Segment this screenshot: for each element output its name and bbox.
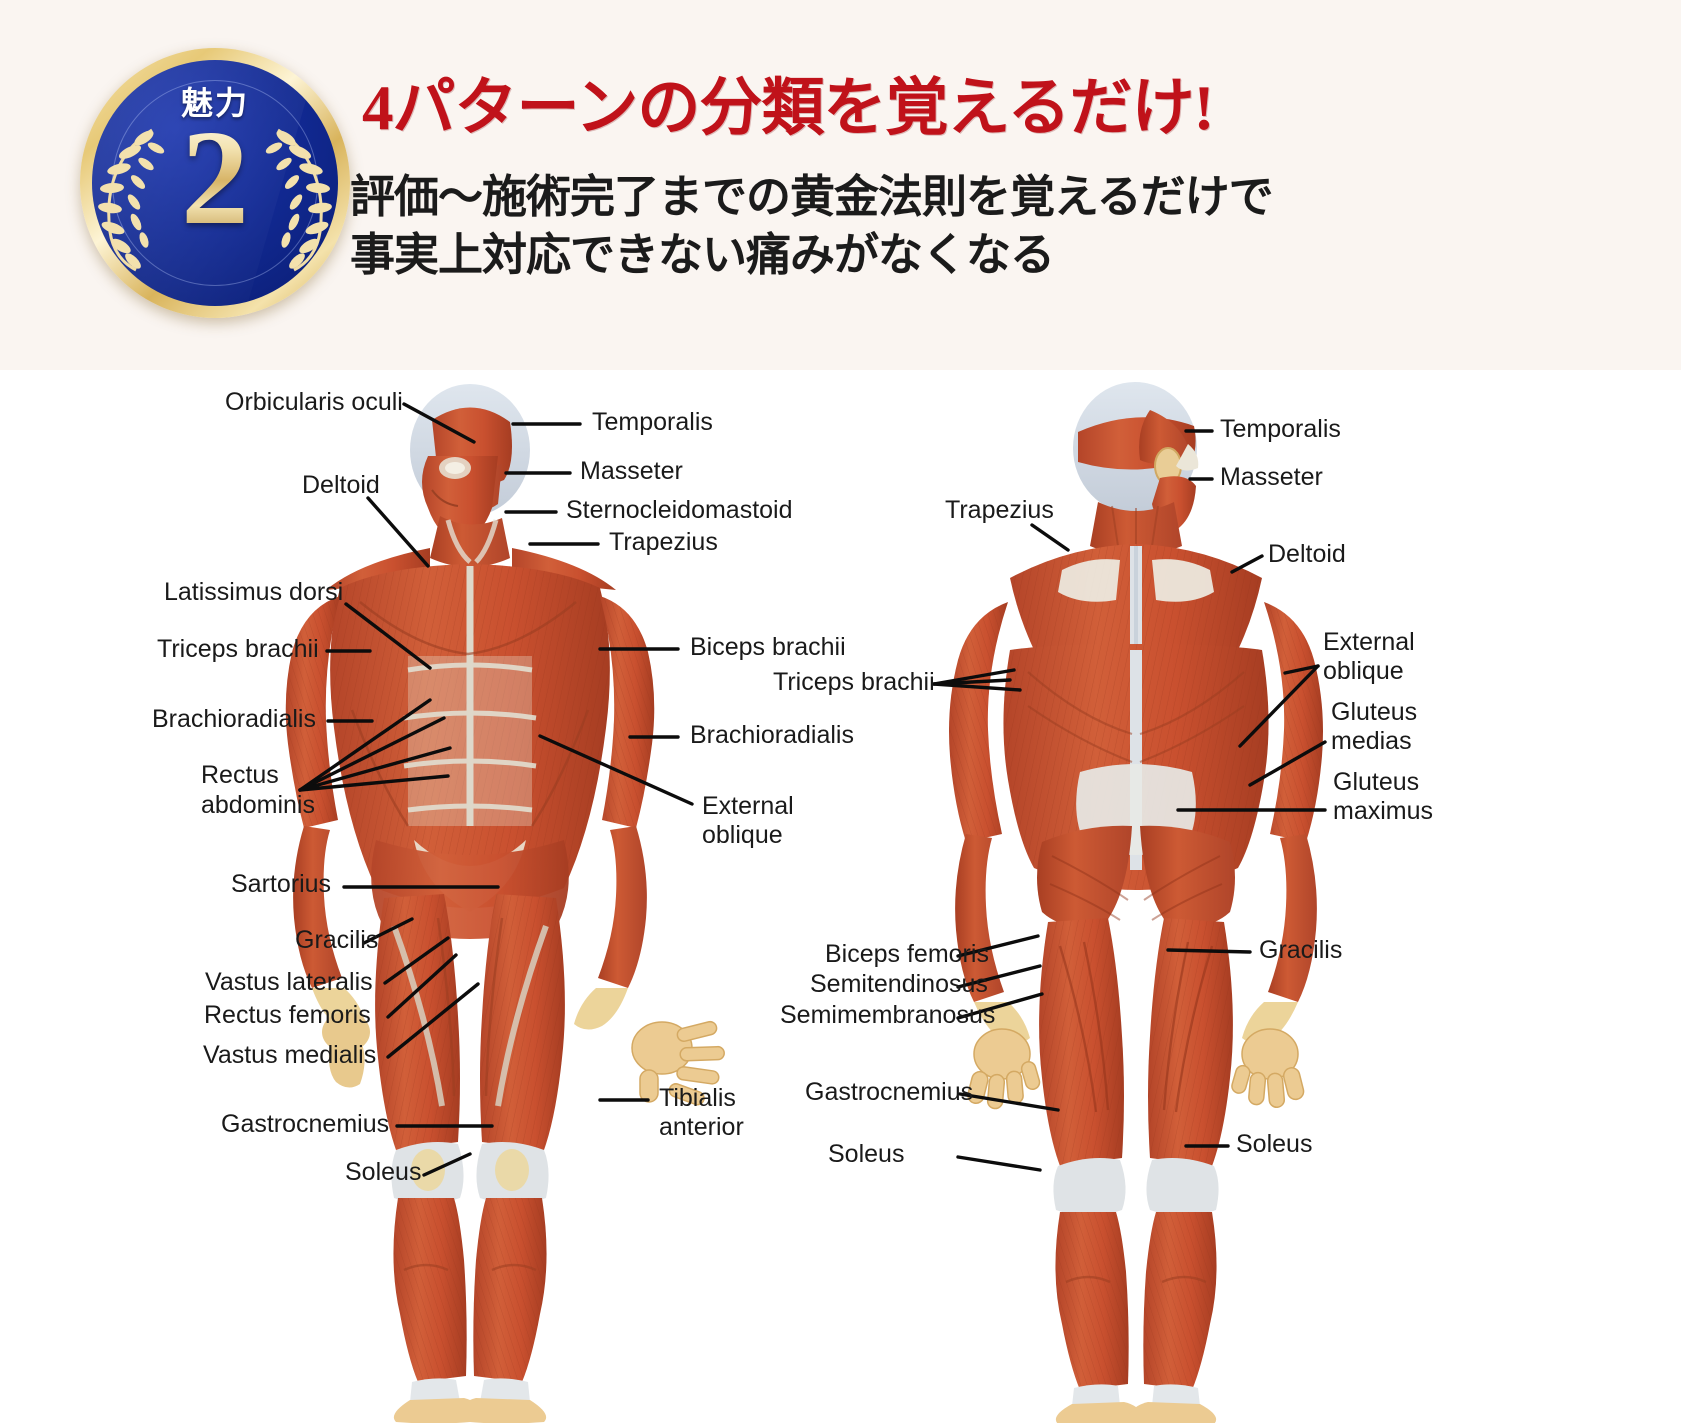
muscle-label: oblique: [702, 821, 783, 849]
laurel-wreath-right-icon: [265, 128, 332, 272]
page-headline: 4パターンの分類を覚えるだけ!: [362, 73, 1214, 143]
muscle-label: Gastrocnemius: [805, 1078, 973, 1106]
leader-lines-posterior-right: [1166, 429, 1327, 1148]
muscle-label: Gracilis: [1259, 936, 1342, 964]
subheadline-line-1: 評価〜施術完了までの黄金法則を覚えるだけで: [350, 171, 1274, 222]
anterior-body-figure: [285, 384, 725, 1423]
badge-rank-number: 2: [80, 110, 350, 246]
muscle-label: Orbicularis oculi: [225, 388, 403, 416]
muscle-label: maximus: [1333, 797, 1433, 825]
badge-kanji-label: 魅力: [180, 85, 249, 121]
muscle-label: Latissimus dorsi: [164, 578, 343, 606]
muscle-label: Semimembranosus: [780, 1001, 995, 1029]
muscle-label: External: [702, 792, 794, 820]
muscle-label: Gluteus: [1331, 698, 1417, 726]
muscle-label: Masseter: [1220, 463, 1323, 491]
muscle-label: Sternocleidomastoid: [566, 496, 793, 524]
muscle-label: Trapezius: [609, 528, 718, 556]
page-subheadline: 評価〜施術完了までの黄金法則を覚えるだけで 事実上対応できない痛みがなくなる: [350, 168, 1274, 283]
posterior-body-figure: [949, 382, 1323, 1423]
muscle-label: Deltoid: [302, 471, 380, 499]
rank-badge: 魅力 2: [80, 48, 350, 318]
muscle-label: Gastrocnemius: [221, 1110, 389, 1138]
muscle-label: Brachioradialis: [152, 705, 316, 733]
muscle-label: Deltoid: [1268, 540, 1346, 568]
muscle-label: Soleus: [1236, 1130, 1312, 1158]
subheadline-line-2: 事実上対応できない痛みがなくなる: [350, 228, 1055, 280]
muscle-label: abdominis: [201, 791, 315, 819]
muscle-label: External: [1323, 628, 1415, 656]
muscle-label: oblique: [1323, 657, 1404, 685]
anterior-right-labels: TemporalisMasseterSternocleidomastoidTra…: [566, 408, 854, 1141]
posterior-right-labels: TemporalisMasseterDeltoidExternaloblique…: [1220, 415, 1433, 1158]
muscle-label: Gracilis: [295, 926, 378, 954]
muscle-label: Temporalis: [1220, 415, 1341, 443]
muscle-label: Tibialis: [659, 1084, 736, 1112]
muscle-label: Rectus: [201, 761, 279, 789]
muscle-label: Soleus: [828, 1140, 904, 1168]
leader-lines-anterior-left: [298, 402, 500, 1177]
muscle-label: Semitendinosus: [810, 970, 988, 998]
leader-lines-posterior-left: [932, 523, 1070, 1172]
muscle-label: anterior: [659, 1113, 744, 1141]
leader-lines-anterior-right: [504, 422, 694, 1102]
muscle-label: Temporalis: [592, 408, 713, 436]
muscle-label: Gluteus: [1333, 768, 1419, 796]
muscle-label: Sartorius: [231, 870, 331, 898]
muscle-label: Biceps femoris: [825, 940, 989, 968]
muscle-label: Trapezius: [945, 496, 1054, 524]
muscle-label: Brachioradialis: [690, 721, 854, 749]
muscle-label: Masseter: [580, 457, 683, 485]
muscle-label: Triceps brachii: [157, 635, 319, 663]
muscle-label: Rectus femoris: [204, 1001, 371, 1029]
muscle-label: Vastus lateralis: [205, 968, 373, 996]
muscle-label: Biceps brachii: [690, 633, 846, 661]
laurel-wreath-left-icon: [98, 128, 165, 272]
muscle-label: Soleus: [345, 1158, 421, 1186]
muscle-label: medias: [1331, 727, 1412, 755]
muscle-label: Triceps brachii: [773, 668, 935, 696]
muscle-label: Vastus medialis: [203, 1041, 376, 1069]
